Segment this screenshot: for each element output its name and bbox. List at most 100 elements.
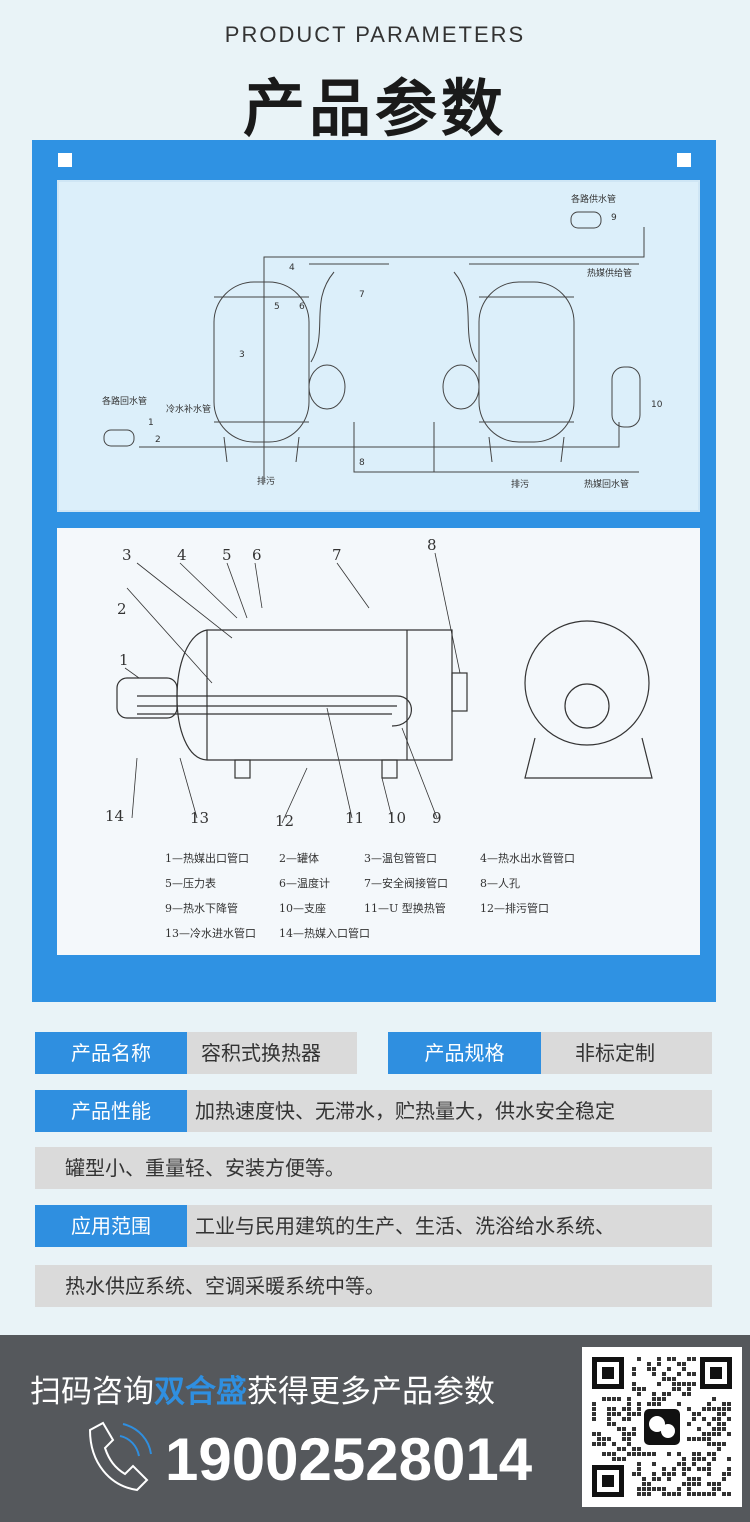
qr-module xyxy=(647,1492,651,1496)
qr-module xyxy=(602,1442,606,1446)
qr-module xyxy=(712,1442,716,1446)
qr-module xyxy=(687,1477,691,1481)
callout-number: 7 xyxy=(359,290,365,300)
qr-module xyxy=(662,1492,666,1496)
page-title: 产品参数 xyxy=(242,72,507,145)
label-heat-return: 热媒回水管 xyxy=(584,478,629,490)
qr-module xyxy=(627,1407,631,1411)
qr-module xyxy=(662,1487,666,1491)
qr-module xyxy=(682,1482,686,1486)
qr-module xyxy=(707,1462,711,1466)
callout-number: 7 xyxy=(332,546,342,564)
qr-module xyxy=(707,1452,711,1456)
qr-module xyxy=(697,1412,701,1416)
qr-module xyxy=(662,1392,666,1396)
callout-number: 4 xyxy=(289,263,295,273)
qr-module xyxy=(642,1387,646,1391)
qr-module xyxy=(667,1452,671,1456)
legend-item: 3—温包管管口 xyxy=(364,852,437,865)
qr-module xyxy=(727,1432,731,1436)
qr-module xyxy=(632,1367,636,1371)
qr-module xyxy=(692,1437,696,1441)
qr-module xyxy=(632,1447,636,1451)
qr-module xyxy=(707,1472,711,1476)
qr-module xyxy=(692,1357,696,1361)
qr-module xyxy=(632,1432,636,1436)
qr-module xyxy=(637,1412,641,1416)
qr-module xyxy=(652,1402,656,1406)
qr-module xyxy=(722,1472,726,1476)
legend-item: 12—排污管口 xyxy=(480,902,549,915)
callout-number: 5 xyxy=(274,302,280,312)
qr-module xyxy=(692,1417,696,1421)
qr-module xyxy=(602,1397,606,1401)
qr-module xyxy=(702,1432,706,1436)
qr-module xyxy=(702,1492,706,1496)
qr-module xyxy=(612,1452,616,1456)
qr-module xyxy=(637,1392,641,1396)
qr-module xyxy=(727,1472,731,1476)
qr-module xyxy=(707,1432,711,1436)
application-label: 应用范围 xyxy=(35,1205,187,1247)
qr-module xyxy=(607,1417,611,1421)
qr-module xyxy=(637,1467,641,1471)
callout-number: 6 xyxy=(252,546,262,564)
callout-number: 10 xyxy=(387,809,406,827)
qr-module xyxy=(622,1427,626,1431)
qr-module xyxy=(712,1397,716,1401)
qr-module xyxy=(677,1452,681,1456)
qr-module xyxy=(637,1357,641,1361)
qr-module xyxy=(727,1417,731,1421)
phone-number[interactable]: 19002528014 xyxy=(165,1426,533,1493)
legend-item: 1—热媒出口管口 xyxy=(165,852,249,865)
callout-number: 10 xyxy=(651,400,663,410)
qr-module xyxy=(687,1487,691,1491)
qr-module xyxy=(712,1407,716,1411)
qr-module xyxy=(687,1392,691,1396)
qr-module xyxy=(632,1452,636,1456)
label-drain: 排污 xyxy=(511,478,529,490)
wechat-qr-code[interactable] xyxy=(582,1347,742,1507)
brand-name: 双合盛 xyxy=(154,1374,247,1410)
qr-module xyxy=(632,1472,636,1476)
qr-module xyxy=(622,1407,626,1411)
qr-module xyxy=(637,1447,641,1451)
qr-module xyxy=(727,1467,731,1471)
qr-module xyxy=(667,1472,671,1476)
qr-module xyxy=(672,1472,676,1476)
qr-module xyxy=(657,1397,661,1401)
qr-module xyxy=(667,1477,671,1481)
qr-module xyxy=(622,1432,626,1436)
application-value-cont: 热水供应系统、空调采暖系统中等。 xyxy=(35,1265,712,1307)
qr-module xyxy=(692,1372,696,1376)
qr-module xyxy=(592,1402,596,1406)
qr-module xyxy=(632,1427,636,1431)
corner-marker xyxy=(677,153,691,167)
qr-module xyxy=(717,1447,721,1451)
qr-module xyxy=(592,1407,596,1411)
qr-module xyxy=(657,1357,661,1361)
legend-item: 10—支座 xyxy=(279,902,326,915)
qr-module xyxy=(692,1482,696,1486)
qr-module xyxy=(592,1442,596,1446)
slogan-text: 获得更多产品参数 xyxy=(247,1374,495,1410)
legend-item: 13—冷水进水管口 xyxy=(165,927,256,940)
callout-number: 2 xyxy=(117,600,127,618)
qr-module xyxy=(637,1452,641,1456)
qr-module xyxy=(632,1387,636,1391)
qr-module xyxy=(657,1402,661,1406)
qr-module xyxy=(612,1412,616,1416)
performance-value-cont: 罐型小、重量轻、安装方便等。 xyxy=(35,1147,712,1189)
qr-module xyxy=(642,1487,646,1491)
qr-module xyxy=(687,1372,691,1376)
qr-module xyxy=(607,1452,611,1456)
qr-module xyxy=(642,1477,646,1481)
qr-module xyxy=(667,1367,671,1371)
legend-item: 4—热水出水管管口 xyxy=(480,852,575,865)
legend-item: 8—人孔 xyxy=(480,877,520,890)
qr-module xyxy=(667,1492,671,1496)
qr-module xyxy=(692,1462,696,1466)
callout-number: 13 xyxy=(190,809,209,827)
qr-module xyxy=(607,1437,611,1441)
qr-module xyxy=(677,1382,681,1386)
